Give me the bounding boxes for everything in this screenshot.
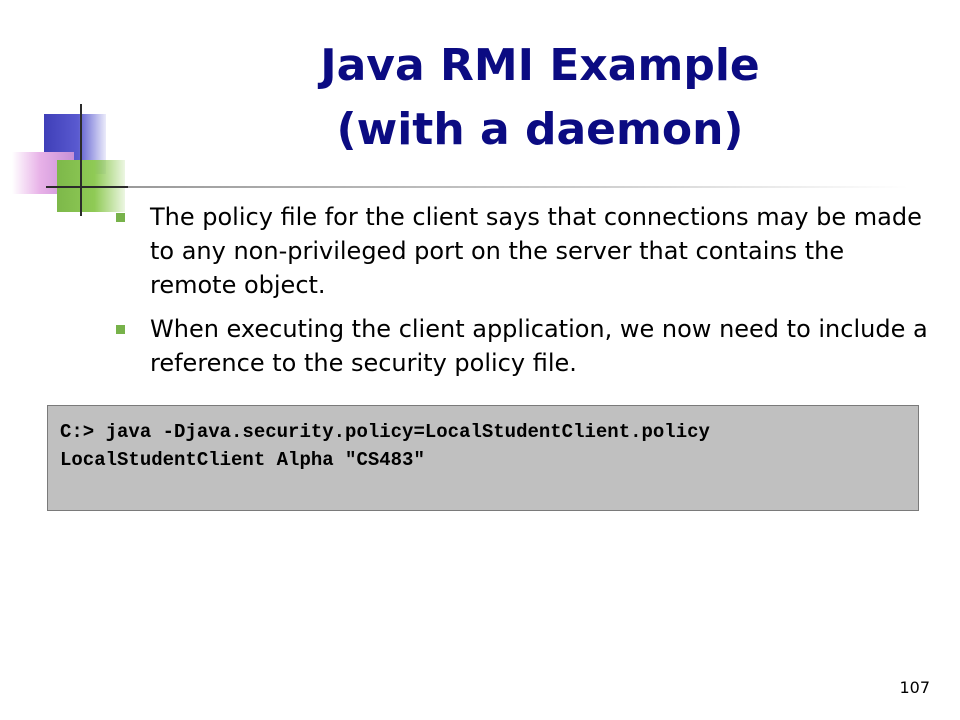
bullet-text: The policy file for the client says that… bbox=[150, 203, 922, 299]
code-line: LocalStudentClient Alpha "CS483" bbox=[60, 449, 425, 471]
title-underline bbox=[128, 186, 908, 188]
command-code-box: C:> java -Djava.security.policy=LocalStu… bbox=[47, 405, 919, 511]
bullet-list: The policy file for the client says that… bbox=[112, 200, 932, 390]
vertical-line-decoration bbox=[80, 104, 82, 216]
slide-title-line-1: Java RMI Example bbox=[320, 40, 760, 91]
bullet-text: When executing the client application, w… bbox=[150, 315, 928, 377]
slide-title: Java RMI Example (with a daemon) bbox=[150, 34, 930, 162]
bullet-item: When executing the client application, w… bbox=[112, 312, 932, 380]
square-bullet-icon bbox=[116, 213, 125, 222]
square-bullet-icon bbox=[116, 325, 125, 334]
code-line: C:> java -Djava.security.policy=LocalStu… bbox=[60, 421, 710, 443]
bullet-item: The policy file for the client says that… bbox=[112, 200, 932, 302]
horizontal-line-decoration bbox=[46, 186, 150, 188]
slide-title-line-2: (with a daemon) bbox=[336, 104, 744, 155]
decorative-squares bbox=[0, 0, 200, 230]
page-number: 107 bbox=[899, 678, 930, 697]
